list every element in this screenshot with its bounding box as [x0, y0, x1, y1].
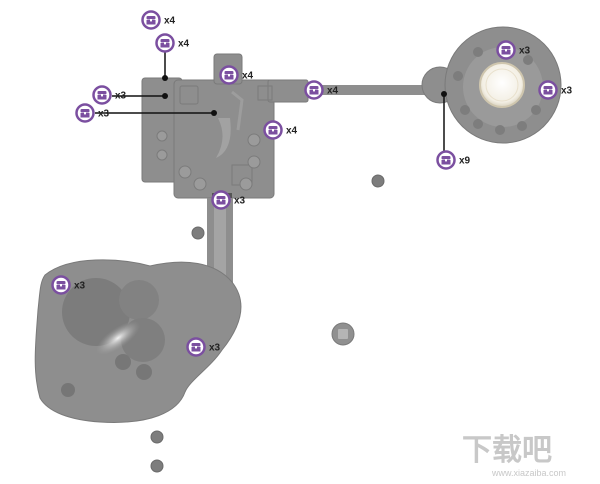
chest-icon: [146, 16, 156, 25]
chest-marker: x3: [51, 275, 86, 295]
chest-icon: [224, 71, 234, 80]
chest-icon: [80, 109, 90, 118]
marker-count-label: x3: [209, 343, 221, 354]
marker-count-label: x4: [164, 16, 176, 27]
leader-lines: [95, 52, 445, 152]
leader-dots: [162, 75, 447, 116]
watermark: 下载吧 www.xiazaiba.com: [462, 433, 566, 478]
marker-count-label: x3: [115, 91, 127, 102]
chest-icon: [56, 281, 66, 290]
chest-icon: [543, 86, 553, 95]
marker-count-label: x3: [98, 109, 110, 120]
chest-marker: x9: [436, 150, 471, 170]
chest-icon: [216, 196, 226, 205]
chest-marker: x4: [304, 80, 339, 100]
chest-marker: x4: [219, 65, 254, 85]
chest-icon: [191, 343, 201, 352]
marker-count-label: x4: [242, 71, 254, 82]
marker-count-label: x3: [561, 86, 573, 97]
chest-marker: x4: [263, 120, 298, 140]
chest-icon: [501, 46, 511, 55]
chest-marker: x3: [92, 85, 127, 105]
chest-marker: x4: [141, 10, 176, 30]
watermark-logo: 下载吧: [462, 433, 552, 468]
chest-icon: [268, 126, 278, 135]
marker-count-label: x3: [519, 46, 531, 57]
chest-icon: [441, 156, 451, 165]
chest-icon: [97, 91, 107, 100]
marker-count-label: x4: [327, 86, 339, 97]
chest-icon: [160, 39, 170, 48]
watermark-url: www.xiazaiba.com: [491, 468, 566, 478]
chest-marker: x3: [75, 103, 110, 123]
marker-count-label: x3: [74, 281, 86, 292]
marker-count-label: x4: [286, 126, 298, 137]
chest-marker: x3: [496, 40, 531, 60]
chest-markers: x4 x4 x3 x3 x4 x4 x4 x3 x3 x3 x9 x3 x3: [51, 10, 573, 357]
chest-icon: [309, 86, 319, 95]
marker-count-label: x4: [178, 39, 190, 50]
marker-count-label: x3: [234, 196, 246, 207]
chest-marker: x4: [155, 33, 190, 53]
chest-marker: x3: [211, 190, 246, 210]
marker-count-label: x9: [459, 156, 471, 167]
chest-marker: x3: [538, 80, 573, 100]
chest-marker: x3: [186, 337, 221, 357]
